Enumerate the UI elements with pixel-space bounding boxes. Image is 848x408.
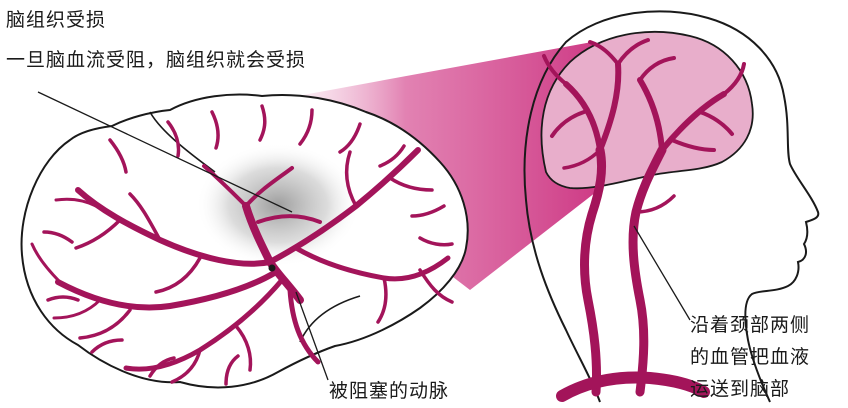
neck-vessel-label-line1: 沿着颈部两侧 (690, 314, 811, 336)
cerebral-arteries (30, 104, 454, 386)
head-profile (523, 10, 820, 403)
enlarged-brain (20, 93, 469, 389)
neck-arteries (542, 38, 746, 402)
neck-vessel-label-line3: 运送到脑部 (690, 378, 791, 400)
neck-vessel-label-line2: 的血管把血液 (690, 346, 811, 368)
blocked-artery-label: 被阻塞的动脉 (329, 380, 450, 402)
head-outline (523, 10, 820, 403)
damage-description-label: 一旦脑血流受阻，脑组织就会受损 (6, 49, 307, 71)
blockage-point (268, 264, 276, 272)
damage-title-label: 脑组织受损 (6, 9, 107, 31)
leader-lines (37, 91, 691, 381)
